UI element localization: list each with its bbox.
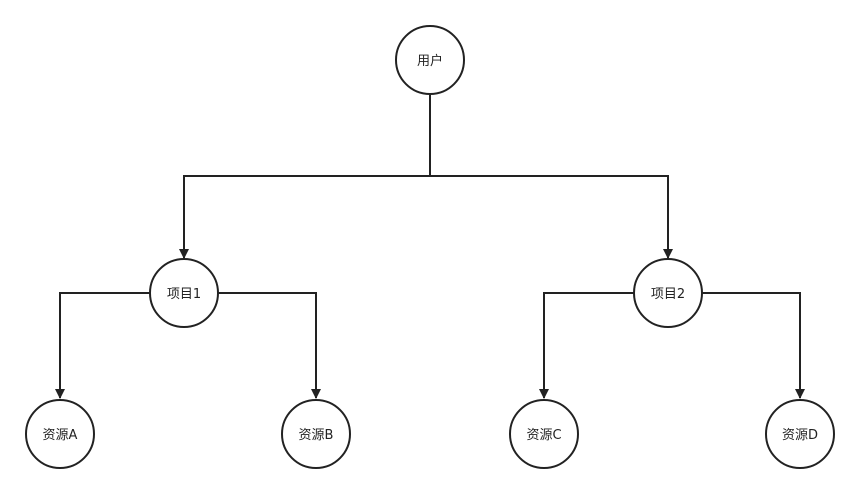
- node-resourceB-circle: [281, 399, 351, 469]
- node-resourceC-circle: [509, 399, 579, 469]
- edge-project2-resourceC: [539, 292, 634, 399]
- node-resourceD-label: 资源D: [782, 428, 818, 443]
- edge-project1-resourceA: [55, 292, 150, 399]
- node-project1-circle: [149, 258, 219, 328]
- node-project1-label: 项目1: [167, 287, 201, 302]
- node-user-circle: [395, 25, 465, 95]
- edge-user-project1: [179, 95, 431, 259]
- node-resourceD-circle: [765, 399, 835, 469]
- node-user-label: 用户: [417, 53, 443, 69]
- node-resourceB-label: 资源B: [299, 428, 334, 443]
- node-resourceA-label: 资源A: [43, 428, 78, 443]
- node-project2-label: 项目2: [651, 287, 685, 302]
- node-resourceC-label: 资源C: [526, 428, 561, 443]
- edge-user-project2: [430, 175, 673, 259]
- edge-project1-resourceB: [218, 292, 321, 399]
- node-resourceA-circle: [25, 399, 95, 469]
- node-resourceB[interactable]: 资源B: [281, 399, 351, 469]
- node-user[interactable]: 用户: [395, 25, 465, 95]
- node-project2[interactable]: 项目2: [633, 258, 703, 328]
- node-project1[interactable]: 项目1: [149, 258, 219, 328]
- node-project2-circle: [633, 258, 703, 328]
- node-resourceC[interactable]: 资源C: [509, 399, 579, 469]
- node-resourceD[interactable]: 资源D: [765, 399, 835, 469]
- edges: [55, 95, 805, 399]
- edge-project2-resourceD: [702, 292, 805, 399]
- node-resourceA[interactable]: 资源A: [25, 399, 95, 469]
